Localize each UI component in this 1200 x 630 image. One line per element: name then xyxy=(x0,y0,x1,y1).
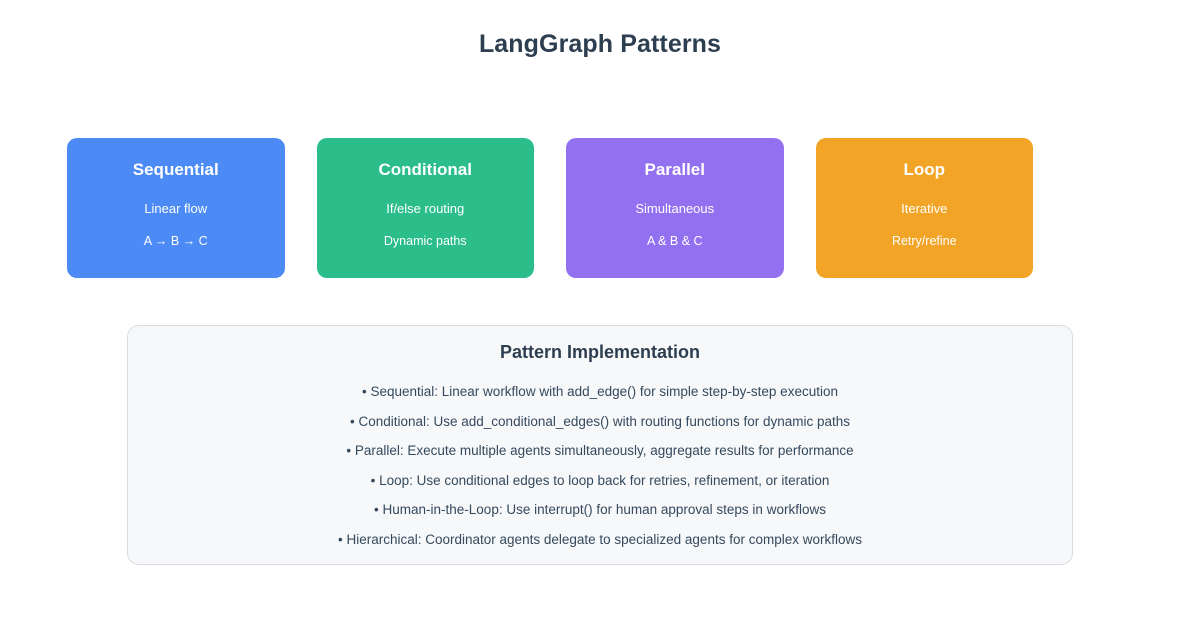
pattern-card-row: Sequential Linear flow A → B → C Conditi… xyxy=(67,138,1033,278)
card-title: Loop xyxy=(903,160,946,179)
list-item: • Loop: Use conditional edges to loop ba… xyxy=(370,472,830,488)
implementation-list: • Sequential: Linear workflow with add_e… xyxy=(128,377,1072,554)
panel-title: Pattern Implementation xyxy=(499,342,701,362)
list-item: • Conditional: Use add_conditional_edges… xyxy=(349,413,850,429)
list-item: • Sequential: Linear workflow with add_e… xyxy=(362,384,838,399)
card-detail: A → B → C xyxy=(143,233,208,248)
list-item: • Parallel: Execute multiple agents simu… xyxy=(346,443,854,458)
pattern-implementation-panel: Pattern Implementation • Sequential: Lin… xyxy=(127,325,1073,565)
card-detail: Retry/refine xyxy=(891,233,957,248)
list-item: • Human-in-the-Loop: Use interrupt() for… xyxy=(374,502,826,517)
card-detail: A & B & C xyxy=(646,233,703,248)
card-title: Parallel xyxy=(644,160,706,179)
card-detail: Dynamic paths xyxy=(383,233,467,248)
pattern-card-sequential: Sequential Linear flow A → B → C xyxy=(67,138,285,278)
card-subtitle: Iterative xyxy=(901,200,948,216)
pattern-card-parallel: Parallel Simultaneous A & B & C xyxy=(566,138,784,278)
card-subtitle: Simultaneous xyxy=(635,200,715,216)
card-title: Sequential xyxy=(132,160,219,179)
card-subtitle: Linear flow xyxy=(144,200,208,216)
pattern-card-loop: Loop Iterative Retry/refine xyxy=(815,138,1033,278)
card-subtitle: If/else routing xyxy=(386,200,465,216)
card-title: Conditional xyxy=(378,160,472,179)
page-title: LangGraph Patterns xyxy=(478,30,722,58)
list-item: • Hierarchical: Coordinator agents deleg… xyxy=(338,531,862,547)
pattern-card-conditional: Conditional If/else routing Dynamic path… xyxy=(316,138,534,278)
